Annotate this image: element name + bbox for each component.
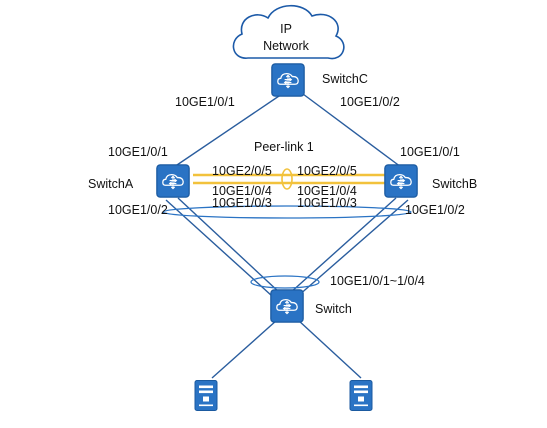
eth-trunk-ring-switch [250, 275, 320, 289]
link-switch-server-left [211, 319, 278, 379]
port-label-b-down: 10GE1/0/2 [405, 203, 465, 217]
port-label-b-p5: 10GE2/0/5 [297, 164, 357, 178]
switchc-icon[interactable] [271, 63, 305, 97]
link-switcha-switch-1 [165, 199, 273, 297]
link-switchc-switcha [173, 93, 283, 168]
port-label-a-p3: 10GE1/0/3 [212, 196, 272, 210]
port-label-a-p5: 10GE2/0/5 [212, 164, 272, 178]
port-label-a-up: 10GE1/0/1 [108, 145, 168, 159]
port-label-c-right: 10GE1/0/2 [340, 95, 400, 109]
server-right-icon[interactable] [349, 379, 373, 412]
server-left-icon[interactable] [194, 379, 218, 412]
peer-link-label: Peer-link 1 [254, 140, 314, 154]
switchb-icon[interactable] [384, 164, 418, 198]
port-label-switch: 10GE1/0/1~1/0/4 [330, 274, 425, 288]
link-switchc-switchb [302, 93, 402, 168]
port-label-a-p4: 10GE1/0/4 [212, 184, 272, 198]
switcha-label: SwitchA [88, 177, 134, 191]
link-switch-server-right [297, 319, 362, 379]
switcha-icon[interactable] [156, 164, 190, 198]
switchb-label: SwitchB [432, 177, 477, 191]
peer-link [193, 168, 385, 190]
cloud-label-line1: IP [280, 22, 292, 36]
switchc-label: SwitchC [322, 72, 368, 86]
ip-network-cloud: IP Network [232, 4, 345, 60]
port-label-c-left: 10GE1/0/1 [175, 95, 235, 109]
port-label-a-down: 10GE1/0/2 [108, 203, 168, 217]
access-switch-icon[interactable] [270, 289, 304, 323]
port-label-b-up: 10GE1/0/1 [400, 145, 460, 159]
port-label-b-p4: 10GE1/0/4 [297, 184, 357, 198]
access-switch-label: Switch [315, 302, 352, 316]
link-switcha-switch-2 [177, 197, 281, 294]
uplinks [173, 93, 402, 168]
peer-link-trunk-ring [281, 168, 293, 190]
cloud-label-line2: Network [263, 39, 310, 53]
port-label-b-p3: 10GE1/0/3 [297, 196, 357, 210]
eth-trunk-ring-top [162, 205, 412, 219]
